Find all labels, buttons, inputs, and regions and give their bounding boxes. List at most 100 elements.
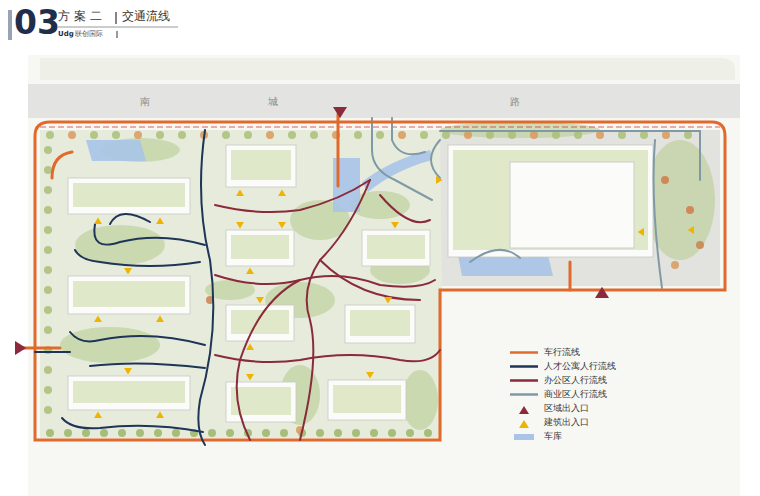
region-entrance: [15, 341, 26, 355]
building-entrance: [236, 190, 244, 196]
roof-garden: [350, 310, 410, 336]
property-line: [40, 127, 720, 128]
roof-garden: [453, 150, 648, 250]
scheme-name: 方 案 二: [58, 10, 102, 24]
flow-line: [198, 130, 213, 445]
building-entrance: [156, 316, 164, 322]
legend-row: 人才公寓人行流线: [508, 360, 616, 373]
building-entrance: [256, 297, 264, 303]
legend-line: [510, 379, 538, 382]
building-entrance: [156, 412, 164, 418]
road-name: 路: [510, 96, 520, 108]
tree: [44, 286, 52, 294]
tree: [172, 429, 180, 437]
tree: [352, 429, 360, 437]
tree: [288, 131, 296, 139]
building-entrance: [94, 412, 102, 418]
tree: [406, 429, 414, 437]
tree: [464, 131, 472, 139]
tree: [686, 206, 694, 214]
legend-row: 区域出入口: [508, 402, 589, 415]
building-entrance: [124, 368, 132, 374]
tree: [68, 131, 76, 139]
flow-line: [70, 332, 205, 345]
tree: [82, 429, 90, 437]
legend-sample: [508, 346, 540, 359]
tree: [178, 131, 186, 139]
tree: [508, 131, 516, 139]
building-entrance: [688, 226, 694, 234]
building-entrance: [94, 218, 102, 224]
map-ground: [28, 55, 740, 496]
legend-text: 建筑出入口: [544, 416, 589, 429]
roof-garden: [73, 183, 185, 207]
tree: [486, 131, 494, 139]
tree: [316, 429, 324, 437]
tree: [424, 429, 432, 437]
building: [345, 305, 415, 343]
flow-line: [94, 224, 205, 245]
road-name: 南: [140, 96, 150, 108]
flow-line: [52, 152, 72, 178]
tree: [618, 131, 626, 139]
legend-row: 车库: [508, 430, 562, 443]
landscape-patch: [60, 327, 160, 363]
flow-line: [320, 260, 420, 300]
flow-line: [372, 118, 432, 200]
building: [68, 178, 190, 214]
tree: [398, 131, 406, 139]
building-entrance: [246, 344, 254, 350]
road-name: 城: [268, 96, 278, 108]
tree: [226, 429, 234, 437]
legend-row: 车行流线: [508, 346, 580, 359]
roof-garden: [367, 235, 425, 259]
building-entrance: [156, 218, 164, 224]
header-separator: [115, 12, 116, 24]
flow-line: [90, 363, 205, 368]
building-entrance: [246, 374, 254, 380]
building-entrance: [384, 297, 392, 303]
road: [28, 84, 740, 118]
tree: [44, 246, 52, 254]
tree: [44, 206, 52, 214]
tree: [684, 131, 692, 139]
tree: [44, 326, 52, 334]
legend-line: [510, 351, 538, 354]
building: [68, 276, 190, 314]
site-ground: [40, 130, 720, 438]
commercial-plaza: [440, 130, 720, 286]
tree: [156, 131, 164, 139]
tree: [44, 226, 52, 234]
building-entrance: [278, 222, 286, 228]
tree: [671, 261, 679, 269]
legend-text: 人才公寓人行流线: [544, 360, 616, 373]
tree: [44, 186, 52, 194]
legend-text: 商业区人行流线: [544, 388, 607, 401]
legend-swatch: [514, 434, 534, 440]
tree: [44, 306, 52, 314]
building: [448, 145, 653, 257]
flow-line: [380, 195, 430, 222]
flow-line: [215, 180, 370, 212]
legend-text: 区域出入口: [544, 402, 589, 415]
tree: [46, 131, 54, 139]
flow-line: [110, 214, 150, 224]
building-entrance: [124, 268, 132, 274]
landscape-patch: [402, 370, 438, 430]
tree: [388, 429, 396, 437]
region-entrance: [333, 107, 347, 118]
flow-line: [337, 114, 340, 186]
roof-garden: [231, 150, 291, 180]
tree: [354, 131, 362, 139]
tree: [154, 429, 162, 437]
tree: [44, 386, 52, 394]
tree: [208, 429, 216, 437]
tree: [334, 429, 342, 437]
flow-line: [215, 350, 440, 362]
company-name: 联创国际: [75, 30, 103, 38]
building-entrance: [391, 222, 399, 228]
legend-text: 车行流线: [544, 346, 580, 359]
tree: [44, 406, 52, 414]
